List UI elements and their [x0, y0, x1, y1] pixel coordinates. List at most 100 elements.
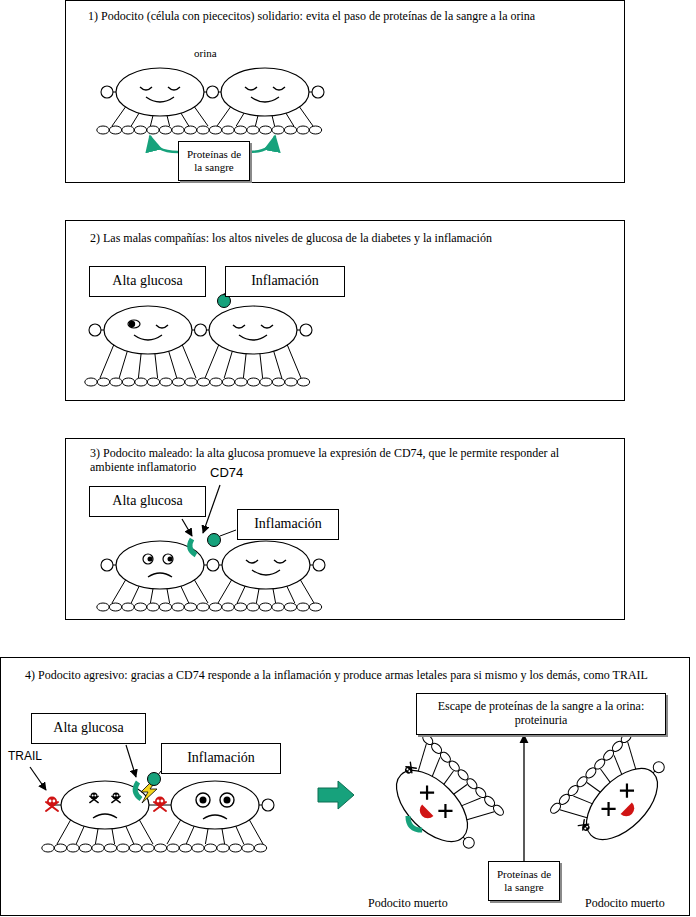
foot-process — [256, 588, 259, 603]
foot-process — [249, 819, 263, 844]
skull-head — [91, 792, 98, 799]
foot — [184, 126, 196, 134]
label-box: Escape de proteínas de la sangre a la or… — [416, 693, 666, 735]
foot-process — [167, 819, 181, 844]
foot — [97, 603, 109, 611]
protein-block-arrow — [249, 136, 275, 152]
foot-process — [285, 112, 293, 126]
foot-process — [112, 106, 126, 126]
junction-knob — [461, 835, 477, 851]
foot-process — [217, 106, 231, 126]
skull-head — [404, 765, 414, 775]
eye — [246, 560, 258, 563]
eye — [163, 554, 173, 564]
foot-process — [222, 828, 225, 844]
foot — [297, 378, 309, 386]
foot — [92, 844, 104, 852]
foot — [147, 126, 159, 134]
mouth — [134, 335, 162, 340]
skull-icon — [112, 792, 120, 802]
foot — [272, 378, 284, 386]
skull-icon — [90, 792, 98, 802]
pupil — [200, 797, 207, 804]
skull-head — [47, 797, 57, 807]
foot — [67, 844, 79, 852]
podocyte-body — [116, 68, 204, 116]
foot-process — [236, 112, 244, 126]
label-box: Alta glucosa — [31, 713, 146, 744]
label-box: Alta glucosa — [89, 266, 206, 297]
eye — [220, 793, 234, 807]
foot-process — [168, 350, 176, 378]
box-label: Inflamación — [231, 273, 339, 289]
foot — [109, 603, 121, 611]
foot — [197, 603, 209, 611]
foot-process — [273, 350, 281, 378]
foot-process — [441, 771, 455, 785]
foot-process — [453, 783, 467, 797]
slit-junction — [463, 837, 465, 839]
cd74-receptor — [135, 782, 141, 799]
foot-process — [131, 585, 139, 603]
figure-label: CD74 — [210, 466, 243, 481]
foot-process — [237, 585, 245, 603]
foot-process — [618, 742, 646, 770]
inflammation-ligand — [148, 773, 161, 786]
foot — [259, 603, 271, 611]
foot-process — [205, 828, 208, 844]
foot — [222, 603, 234, 611]
junction-knob — [195, 324, 207, 336]
box-label: Escape de proteínas de la sangre a la or… — [422, 700, 660, 728]
foot-process — [57, 819, 71, 844]
foot-process — [138, 353, 141, 378]
foot — [122, 378, 134, 386]
podocyte-body — [221, 68, 309, 116]
skull-eye — [161, 800, 164, 803]
skull-eye — [49, 800, 52, 803]
pupil — [224, 797, 231, 804]
foot — [235, 378, 247, 386]
foot — [97, 378, 109, 386]
panel-frame: 3) Podocito maleado: la alta glucosa pro… — [65, 438, 625, 620]
eye — [140, 87, 152, 90]
foot — [247, 603, 259, 611]
skull-eye — [157, 800, 160, 803]
foot-process — [100, 344, 114, 378]
foot — [135, 378, 147, 386]
foot — [122, 603, 134, 611]
skull-eye — [114, 795, 116, 797]
foot — [147, 603, 159, 611]
foot — [159, 126, 171, 134]
foot — [285, 378, 297, 386]
box-label: Proteínas de la sangre — [184, 148, 244, 173]
skull-head — [113, 792, 120, 799]
mouth — [621, 803, 638, 820]
skull-icon — [154, 797, 166, 812]
foot-process — [194, 106, 208, 126]
podocyte-pair — [97, 541, 325, 611]
foot — [142, 844, 154, 852]
foot — [217, 844, 229, 852]
panel-frame: 2) Las malas compañías: los altos nivele… — [65, 220, 625, 401]
skull-head — [581, 822, 591, 832]
slit-junction — [653, 771, 655, 773]
pupil — [168, 557, 173, 562]
foot-process — [150, 588, 153, 603]
transition-arrow — [318, 781, 354, 809]
foot-process — [112, 828, 115, 844]
foot-process — [95, 828, 98, 844]
label-box: Alta glucosa — [89, 486, 206, 517]
junction-knob — [207, 86, 219, 98]
skull-eye — [406, 768, 409, 771]
dead-eye — [438, 804, 452, 818]
foot-process — [112, 579, 126, 603]
junction-knob — [262, 799, 274, 811]
label-box: Inflamación — [237, 509, 339, 540]
foot-process — [273, 588, 276, 603]
box-label: Proteínas de la sangre — [494, 868, 554, 893]
foot — [134, 603, 146, 611]
foot — [229, 844, 241, 852]
eye — [196, 793, 210, 807]
foot-process — [194, 579, 208, 603]
foot — [97, 126, 109, 134]
